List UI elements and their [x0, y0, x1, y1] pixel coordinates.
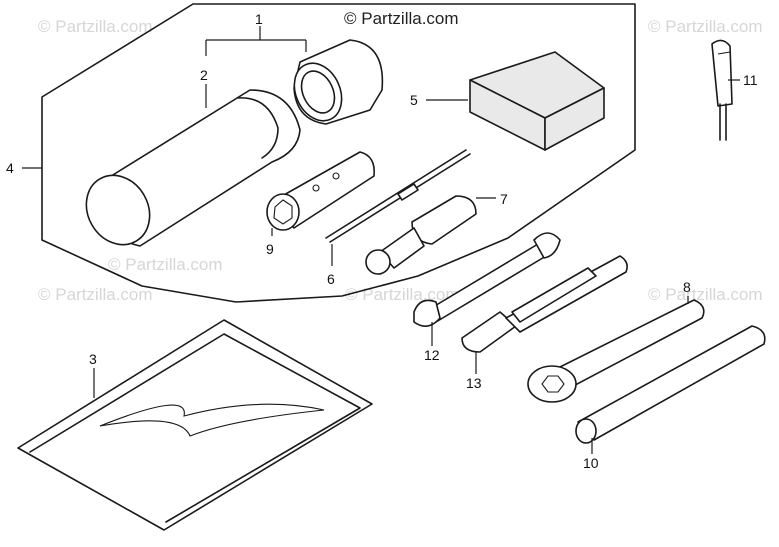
callout-1: 1 — [255, 11, 263, 27]
screwdriver-handle — [365, 195, 477, 275]
callout-4: 4 — [6, 160, 14, 176]
callout-7: 7 — [500, 191, 508, 207]
watermark-5: © Partzilla.com — [648, 285, 763, 304]
tool-pouch — [17, 319, 373, 531]
callout-13: 13 — [466, 375, 482, 391]
watermark-4: © Partzilla.com — [345, 285, 460, 304]
watermark-1: © Partzilla.com — [38, 17, 153, 36]
callout-8: 8 — [683, 279, 691, 295]
sponge — [469, 51, 605, 151]
watermark-6: © Partzilla.com — [108, 255, 223, 274]
open-end-wrench — [413, 232, 561, 327]
screwdriver-shaft — [325, 149, 471, 243]
tool-tube — [85, 89, 301, 247]
callout-2: 2 — [200, 67, 208, 83]
watermarks: © Partzilla.com © Partzilla.com © Partzi… — [38, 9, 763, 304]
callouts: 1 2 3 4 5 6 7 8 9 10 11 12 13 — [6, 11, 758, 471]
leader-lines — [22, 26, 740, 454]
callout-6: 6 — [327, 271, 335, 287]
callout-11: 11 — [743, 72, 758, 88]
kit-outline — [41, 3, 636, 303]
watermark-3: © Partzilla.com — [38, 285, 153, 304]
callout-3: 3 — [89, 351, 97, 367]
flat-bar — [575, 325, 766, 444]
callout-9: 9 — [266, 241, 274, 257]
watermark-2: © Partzilla.com — [648, 17, 763, 36]
callout-10: 10 — [583, 455, 599, 471]
watermark-top: © Partzilla.com — [344, 9, 459, 28]
box-wrench — [266, 151, 376, 231]
pliers — [461, 255, 628, 353]
callout-5: 5 — [410, 92, 418, 108]
tube-cap — [293, 39, 384, 125]
small-screwdriver — [711, 39, 733, 141]
callout-12: 12 — [424, 347, 440, 363]
ring-spanner — [527, 299, 705, 403]
